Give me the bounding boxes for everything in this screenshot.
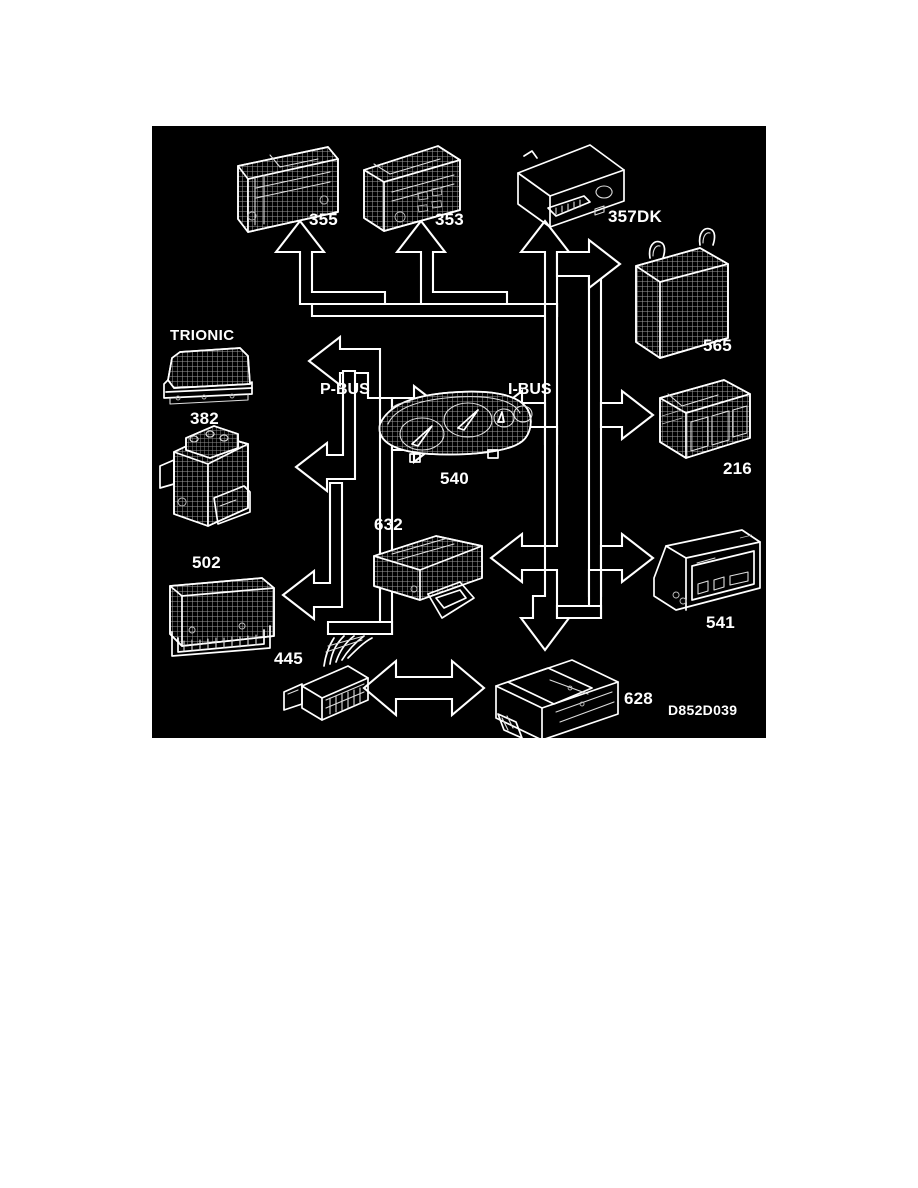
bus-network-diagram: 355 353 — [152, 126, 766, 738]
arrow-to-355 — [273, 219, 387, 306]
p-bus-rail-foot — [326, 620, 394, 636]
component-355 — [237, 146, 339, 233]
component-trionic — [163, 347, 253, 405]
component-216 — [659, 379, 751, 459]
component-540 — [378, 390, 533, 463]
label-632: 632 — [374, 515, 403, 534]
label-540: 540 — [440, 469, 469, 488]
component-541 — [653, 529, 761, 611]
i-bus-trunk-mid — [543, 425, 559, 548]
label-216: 216 — [723, 459, 752, 478]
label-p-bus: P-BUS — [320, 381, 370, 398]
component-357dk — [517, 144, 625, 228]
component-565 — [635, 227, 729, 359]
label-353: 353 — [435, 210, 464, 229]
arrow-to-216 — [599, 388, 655, 442]
arrow-to-353 — [394, 219, 509, 306]
label-trionic: TRIONIC — [170, 327, 234, 344]
label-565: 565 — [703, 336, 732, 355]
arrow-to-382 — [294, 369, 357, 494]
label-445: 445 — [274, 649, 303, 668]
i-bus-merge-lower — [555, 604, 603, 620]
i-bus-trunk-left — [543, 302, 559, 446]
diagram-panel: 355 353 — [152, 126, 766, 738]
component-445 — [283, 635, 373, 721]
arrow-to-565 — [555, 237, 622, 291]
arrow-to-628 — [518, 568, 572, 652]
label-382: 382 — [190, 409, 219, 428]
label-541: 541 — [706, 613, 735, 632]
component-353 — [363, 145, 461, 232]
arrow-to-632 — [489, 531, 547, 585]
arrow-445-628-bidirectional — [362, 658, 486, 718]
label-i-bus: I-BUS — [508, 381, 552, 398]
component-382 — [159, 425, 251, 527]
figure-id-watermark: D852D039 — [668, 702, 737, 718]
arrow-to-502 — [281, 481, 344, 622]
component-628 — [495, 659, 619, 738]
component-502 — [169, 577, 275, 657]
label-357dk: 357DK — [608, 207, 662, 226]
label-355: 355 — [309, 210, 338, 229]
label-502: 502 — [192, 553, 221, 572]
component-632 — [373, 535, 483, 619]
bus-spine-top — [310, 302, 559, 318]
arrow-to-541 — [599, 531, 655, 585]
label-628: 628 — [624, 689, 653, 708]
i-bus-trunk-right — [587, 274, 603, 598]
